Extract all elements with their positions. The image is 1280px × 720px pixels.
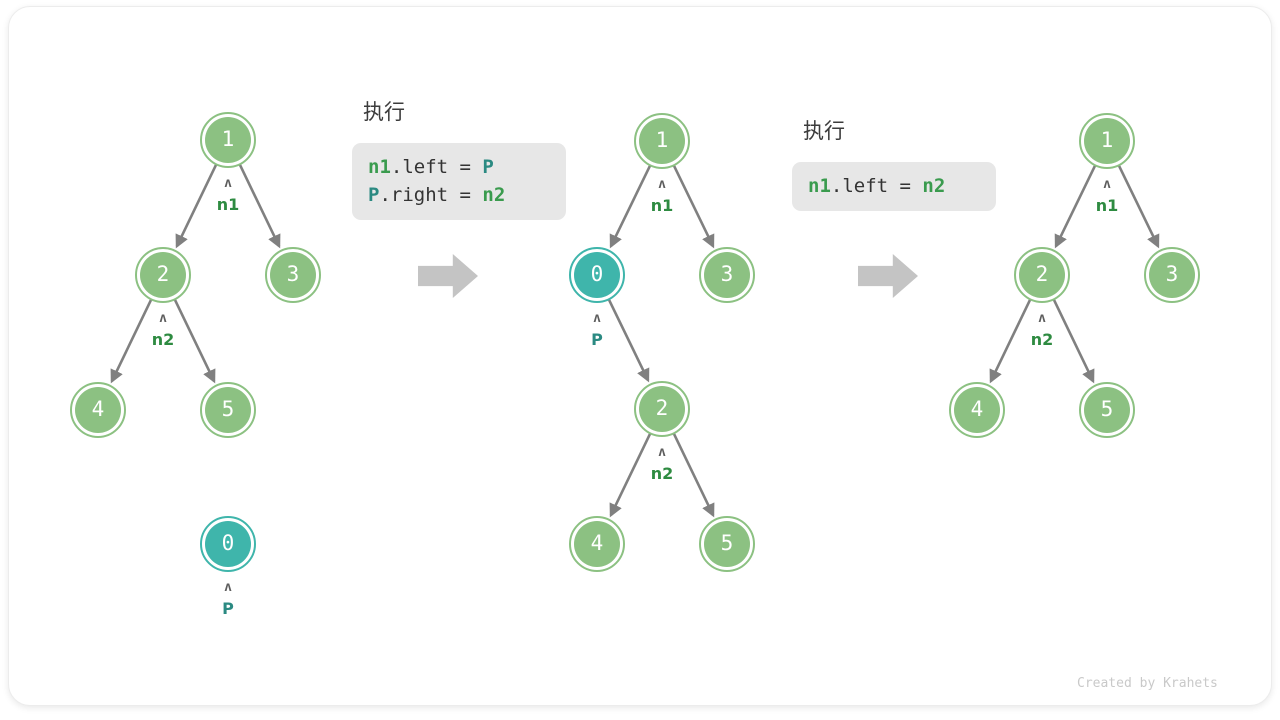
code-token: .right = xyxy=(379,184,483,206)
caret-up-icon: ʌ xyxy=(224,176,232,191)
tree-node-5: 5 xyxy=(699,516,755,572)
code-token: P xyxy=(368,184,380,206)
tree-node-0: 0 xyxy=(200,516,256,572)
tree-node-value: 2 xyxy=(140,252,186,298)
caret-up-icon: ʌ xyxy=(224,580,232,595)
tree-node-value: 2 xyxy=(639,386,685,432)
pointer-label-text: n2 xyxy=(650,464,674,483)
tree-node-1: 1 xyxy=(634,113,690,169)
tree-node-5: 5 xyxy=(1079,382,1135,438)
tree-node-4: 4 xyxy=(949,382,1005,438)
tree-node-4: 4 xyxy=(569,516,625,572)
code-line: n1.left = P xyxy=(368,153,550,181)
tree-node-value: 0 xyxy=(205,521,251,567)
tree-node-2: 2 xyxy=(1014,247,1070,303)
tree-node-5: 5 xyxy=(200,382,256,438)
caret-up-icon: ʌ xyxy=(593,311,601,326)
pointer-label-text: n1 xyxy=(216,195,240,214)
pointer-label-text: P xyxy=(222,599,234,618)
code-token: .left = xyxy=(390,156,483,178)
pointer-label-n2: ʌ n2 xyxy=(632,445,692,484)
exec-caption: 执行 xyxy=(803,119,845,143)
pointer-label-n1: ʌ n1 xyxy=(198,176,258,215)
caret-up-icon: ʌ xyxy=(1038,311,1046,326)
exec-caption: 执行 xyxy=(363,100,405,124)
tree-node-2: 2 xyxy=(634,381,690,437)
tree-node-1: 1 xyxy=(200,112,256,168)
tree-node-value: 4 xyxy=(574,521,620,567)
tree-node-value: 0 xyxy=(574,252,620,298)
tree-node-value: 3 xyxy=(704,252,750,298)
tree-node-0: 0 xyxy=(569,247,625,303)
tree-node-2: 2 xyxy=(135,247,191,303)
caret-up-icon: ʌ xyxy=(658,177,666,192)
tree-node-value: 4 xyxy=(954,387,1000,433)
credit-text: Created by Krahets xyxy=(1077,676,1218,691)
tree-node-value: 5 xyxy=(704,521,750,567)
caret-up-icon: ʌ xyxy=(658,445,666,460)
pointer-label-text: n2 xyxy=(151,330,175,349)
pointer-label-text: n1 xyxy=(1095,196,1119,215)
pointer-label-n2: ʌ n2 xyxy=(133,311,193,350)
code-token: .left = xyxy=(830,175,923,197)
code-token: n2 xyxy=(482,184,506,206)
pointer-label-text: P xyxy=(591,330,603,349)
code-line: P.right = n2 xyxy=(368,181,550,209)
pointer-label-text: n1 xyxy=(650,196,674,215)
code-token: n2 xyxy=(922,175,946,197)
tree-node-value: 1 xyxy=(1084,118,1130,164)
code-token: n1 xyxy=(808,175,831,197)
tree-node-value: 5 xyxy=(205,387,251,433)
tree-node-value: 2 xyxy=(1019,252,1065,298)
code-line: n1.left = n2 xyxy=(808,172,980,200)
caret-up-icon: ʌ xyxy=(159,311,167,326)
tree-node-value: 3 xyxy=(1149,252,1195,298)
code-token: P xyxy=(482,156,494,178)
pointer-label-n1: ʌ n1 xyxy=(632,177,692,216)
tree-node-value: 1 xyxy=(205,117,251,163)
tree-node-value: 3 xyxy=(270,252,316,298)
tree-node-4: 4 xyxy=(70,382,126,438)
tree-node-value: 5 xyxy=(1084,387,1130,433)
tree-node-3: 3 xyxy=(265,247,321,303)
tree-node-value: 1 xyxy=(639,118,685,164)
pointer-label-text: n2 xyxy=(1030,330,1054,349)
tree-node-3: 3 xyxy=(699,247,755,303)
tree-node-value: 4 xyxy=(75,387,121,433)
tree-node-1: 1 xyxy=(1079,113,1135,169)
code-block: n1.left = n2 xyxy=(792,162,996,211)
pointer-label-n2: ʌ n2 xyxy=(1012,311,1072,350)
caret-up-icon: ʌ xyxy=(1103,177,1111,192)
pointer-label-n1: ʌ n1 xyxy=(1077,177,1137,216)
tree-node-3: 3 xyxy=(1144,247,1200,303)
code-token: n1 xyxy=(368,156,391,178)
